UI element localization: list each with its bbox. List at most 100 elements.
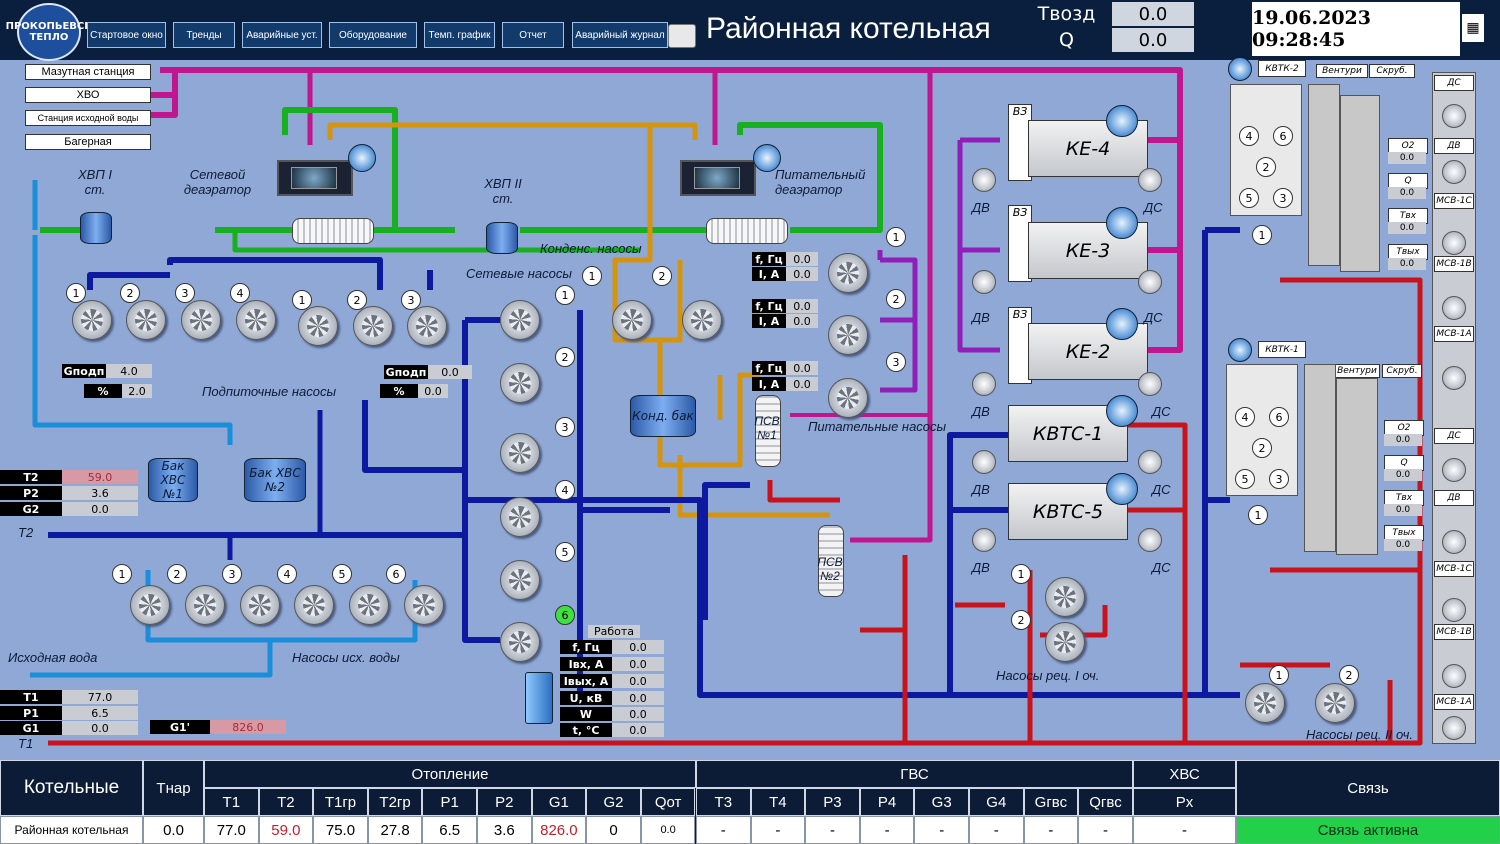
label-hvp1: ХВП I ст. [78, 167, 112, 197]
g1-value: 0.0 [62, 721, 138, 735]
condensate-pump-2[interactable] [682, 300, 722, 340]
th-cols_gvs-1: T4 [750, 788, 806, 816]
feed-deaerator-fan-icon [753, 144, 781, 172]
network-pump-4[interactable] [500, 497, 540, 537]
network-pump-2[interactable] [500, 363, 540, 403]
network-pump-5[interactable] [500, 560, 540, 600]
feed-deaerator[interactable] [680, 160, 756, 196]
ke3-dv-fan[interactable] [972, 270, 996, 294]
right-fan-9[interactable] [1442, 664, 1466, 688]
raw-pump-6[interactable] [404, 585, 444, 625]
nav-alarm-settings[interactable]: Аварийные уст. [242, 22, 322, 48]
ke3-ds-fan[interactable] [1138, 270, 1162, 294]
feed-pump-3-i-value: 0.0 [786, 377, 818, 391]
datetime-display: 19.06.2023 09:28:45 [1252, 2, 1460, 56]
makeup-pump-r3[interactable] [407, 306, 447, 346]
right-fan-1[interactable] [1442, 104, 1466, 128]
network-pump-6-number: 6 [555, 605, 575, 625]
raw-pump-5[interactable] [349, 585, 389, 625]
kvtk2-n6: 6 [1273, 126, 1293, 146]
recirc1-pump-1[interactable] [1045, 577, 1085, 617]
makeup-pump-2[interactable] [126, 300, 166, 340]
calendar-icon[interactable]: ▦ [1462, 14, 1484, 42]
right-fan-2[interactable] [1442, 160, 1466, 184]
makeup-pump-3[interactable] [181, 300, 221, 340]
makeup-pump-r1[interactable] [298, 306, 338, 346]
right-fan-10[interactable] [1442, 716, 1466, 740]
feed-pump-2[interactable] [828, 315, 868, 355]
th-hvs: ХВС [1133, 760, 1236, 788]
p2-label: P2 [0, 486, 62, 500]
network-pump-3[interactable] [500, 433, 540, 473]
hvs-tank-2: Бак ХВС №2 [244, 458, 306, 502]
t2-label: T2 [0, 470, 62, 484]
kvts5-ds-fan[interactable] [1138, 528, 1162, 552]
psv-2[interactable] [818, 525, 844, 597]
right-fan-7[interactable] [1442, 530, 1466, 554]
right-fan-5[interactable] [1442, 366, 1466, 390]
feed-pump-3[interactable] [828, 378, 868, 418]
feed-pump-1-f-label: f, Гц [752, 252, 786, 266]
boiler-ke3[interactable]: КЕ-3 [1028, 222, 1148, 279]
source-hvo[interactable]: ХВО [25, 87, 151, 103]
kvts1-dv-fan[interactable] [972, 450, 996, 474]
makeup-pump-1[interactable] [72, 300, 112, 340]
nav-temp-schedule[interactable]: Темп. график [424, 22, 495, 48]
th-cols_gvs-6: Gгвс [1023, 788, 1079, 816]
raw-pump-3[interactable] [240, 585, 280, 625]
vfd-status: Работа [588, 625, 640, 638]
kvtk2-label[interactable]: КВТК-2 [1258, 60, 1306, 77]
network-pump-6[interactable] [500, 622, 540, 662]
ke2-ds-fan[interactable] [1138, 372, 1162, 396]
nav-alarm-log[interactable]: Аварийный журнал [572, 22, 668, 48]
vz-label: ВЗ [1012, 206, 1028, 219]
raw-pump-1[interactable] [130, 585, 170, 625]
feed-pump-1[interactable] [828, 253, 868, 293]
frequency-drive-icon[interactable] [525, 672, 553, 724]
kvtk2-n4: 4 [1239, 126, 1259, 146]
recirc1-pump-2[interactable] [1045, 622, 1085, 662]
nav-equipment[interactable]: Оборудование [329, 22, 417, 48]
psv-1[interactable] [755, 395, 781, 467]
nav-trends[interactable]: Тренды [173, 22, 235, 48]
network-deaerator[interactable] [277, 160, 353, 196]
kvts5-fan-icon [1106, 473, 1138, 505]
nav-report[interactable]: Отчет [502, 22, 564, 48]
td-row_otop-7: 0 [586, 816, 641, 844]
raw-pump-4-number: 4 [277, 564, 297, 584]
row-link-status: Связь активна [1236, 816, 1500, 844]
nav-start-window[interactable]: Стартовое окно [87, 22, 166, 48]
pct-left-value: 2.0 [122, 384, 152, 398]
condensate-pump-1[interactable] [612, 300, 652, 340]
makeup-pump-r2[interactable] [353, 306, 393, 346]
right-fan-8[interactable] [1442, 598, 1466, 622]
boiler-kvts1-label: КВТС-1 [1032, 422, 1104, 445]
g1prime-label: G1' [150, 720, 210, 734]
kvtk1-label[interactable]: КВТК-1 [1258, 341, 1306, 358]
recirc2-pump-1[interactable] [1245, 683, 1285, 723]
ke4-ds-fan[interactable] [1138, 168, 1162, 192]
kvts1-ds-fan[interactable] [1138, 450, 1162, 474]
td-row_otop-1: 59.0 [258, 816, 314, 844]
printer-icon[interactable] [668, 24, 696, 48]
td-row_otop-4: 6.5 [422, 816, 477, 844]
network-pump-1[interactable] [500, 300, 540, 340]
g2-label: G2 [0, 502, 62, 516]
raw-pump-4[interactable] [294, 585, 334, 625]
kvtk1-tvx-value: 0.0 [1384, 504, 1422, 516]
boiler-ke2[interactable]: КЕ-2 [1028, 323, 1148, 380]
ke4-dv-fan[interactable] [972, 168, 996, 192]
source-raw-water-station[interactable]: Станция исходной воды [25, 110, 151, 126]
recirc2-pump-2[interactable] [1315, 683, 1355, 723]
right-fan-6[interactable] [1442, 458, 1466, 482]
th-cols_gvs-3: P4 [859, 788, 915, 816]
makeup-pump-4[interactable] [236, 300, 276, 340]
row-name[interactable]: Районная котельная [0, 816, 143, 844]
right-fan-4[interactable] [1442, 296, 1466, 320]
right-fan-3[interactable] [1442, 231, 1466, 255]
ke2-dv-fan[interactable] [972, 372, 996, 396]
source-mazut-station[interactable]: Мазутная станция [25, 64, 151, 80]
source-bagernaya[interactable]: Багерная [25, 134, 151, 150]
raw-pump-2[interactable] [185, 585, 225, 625]
kvts5-dv-fan[interactable] [972, 528, 996, 552]
